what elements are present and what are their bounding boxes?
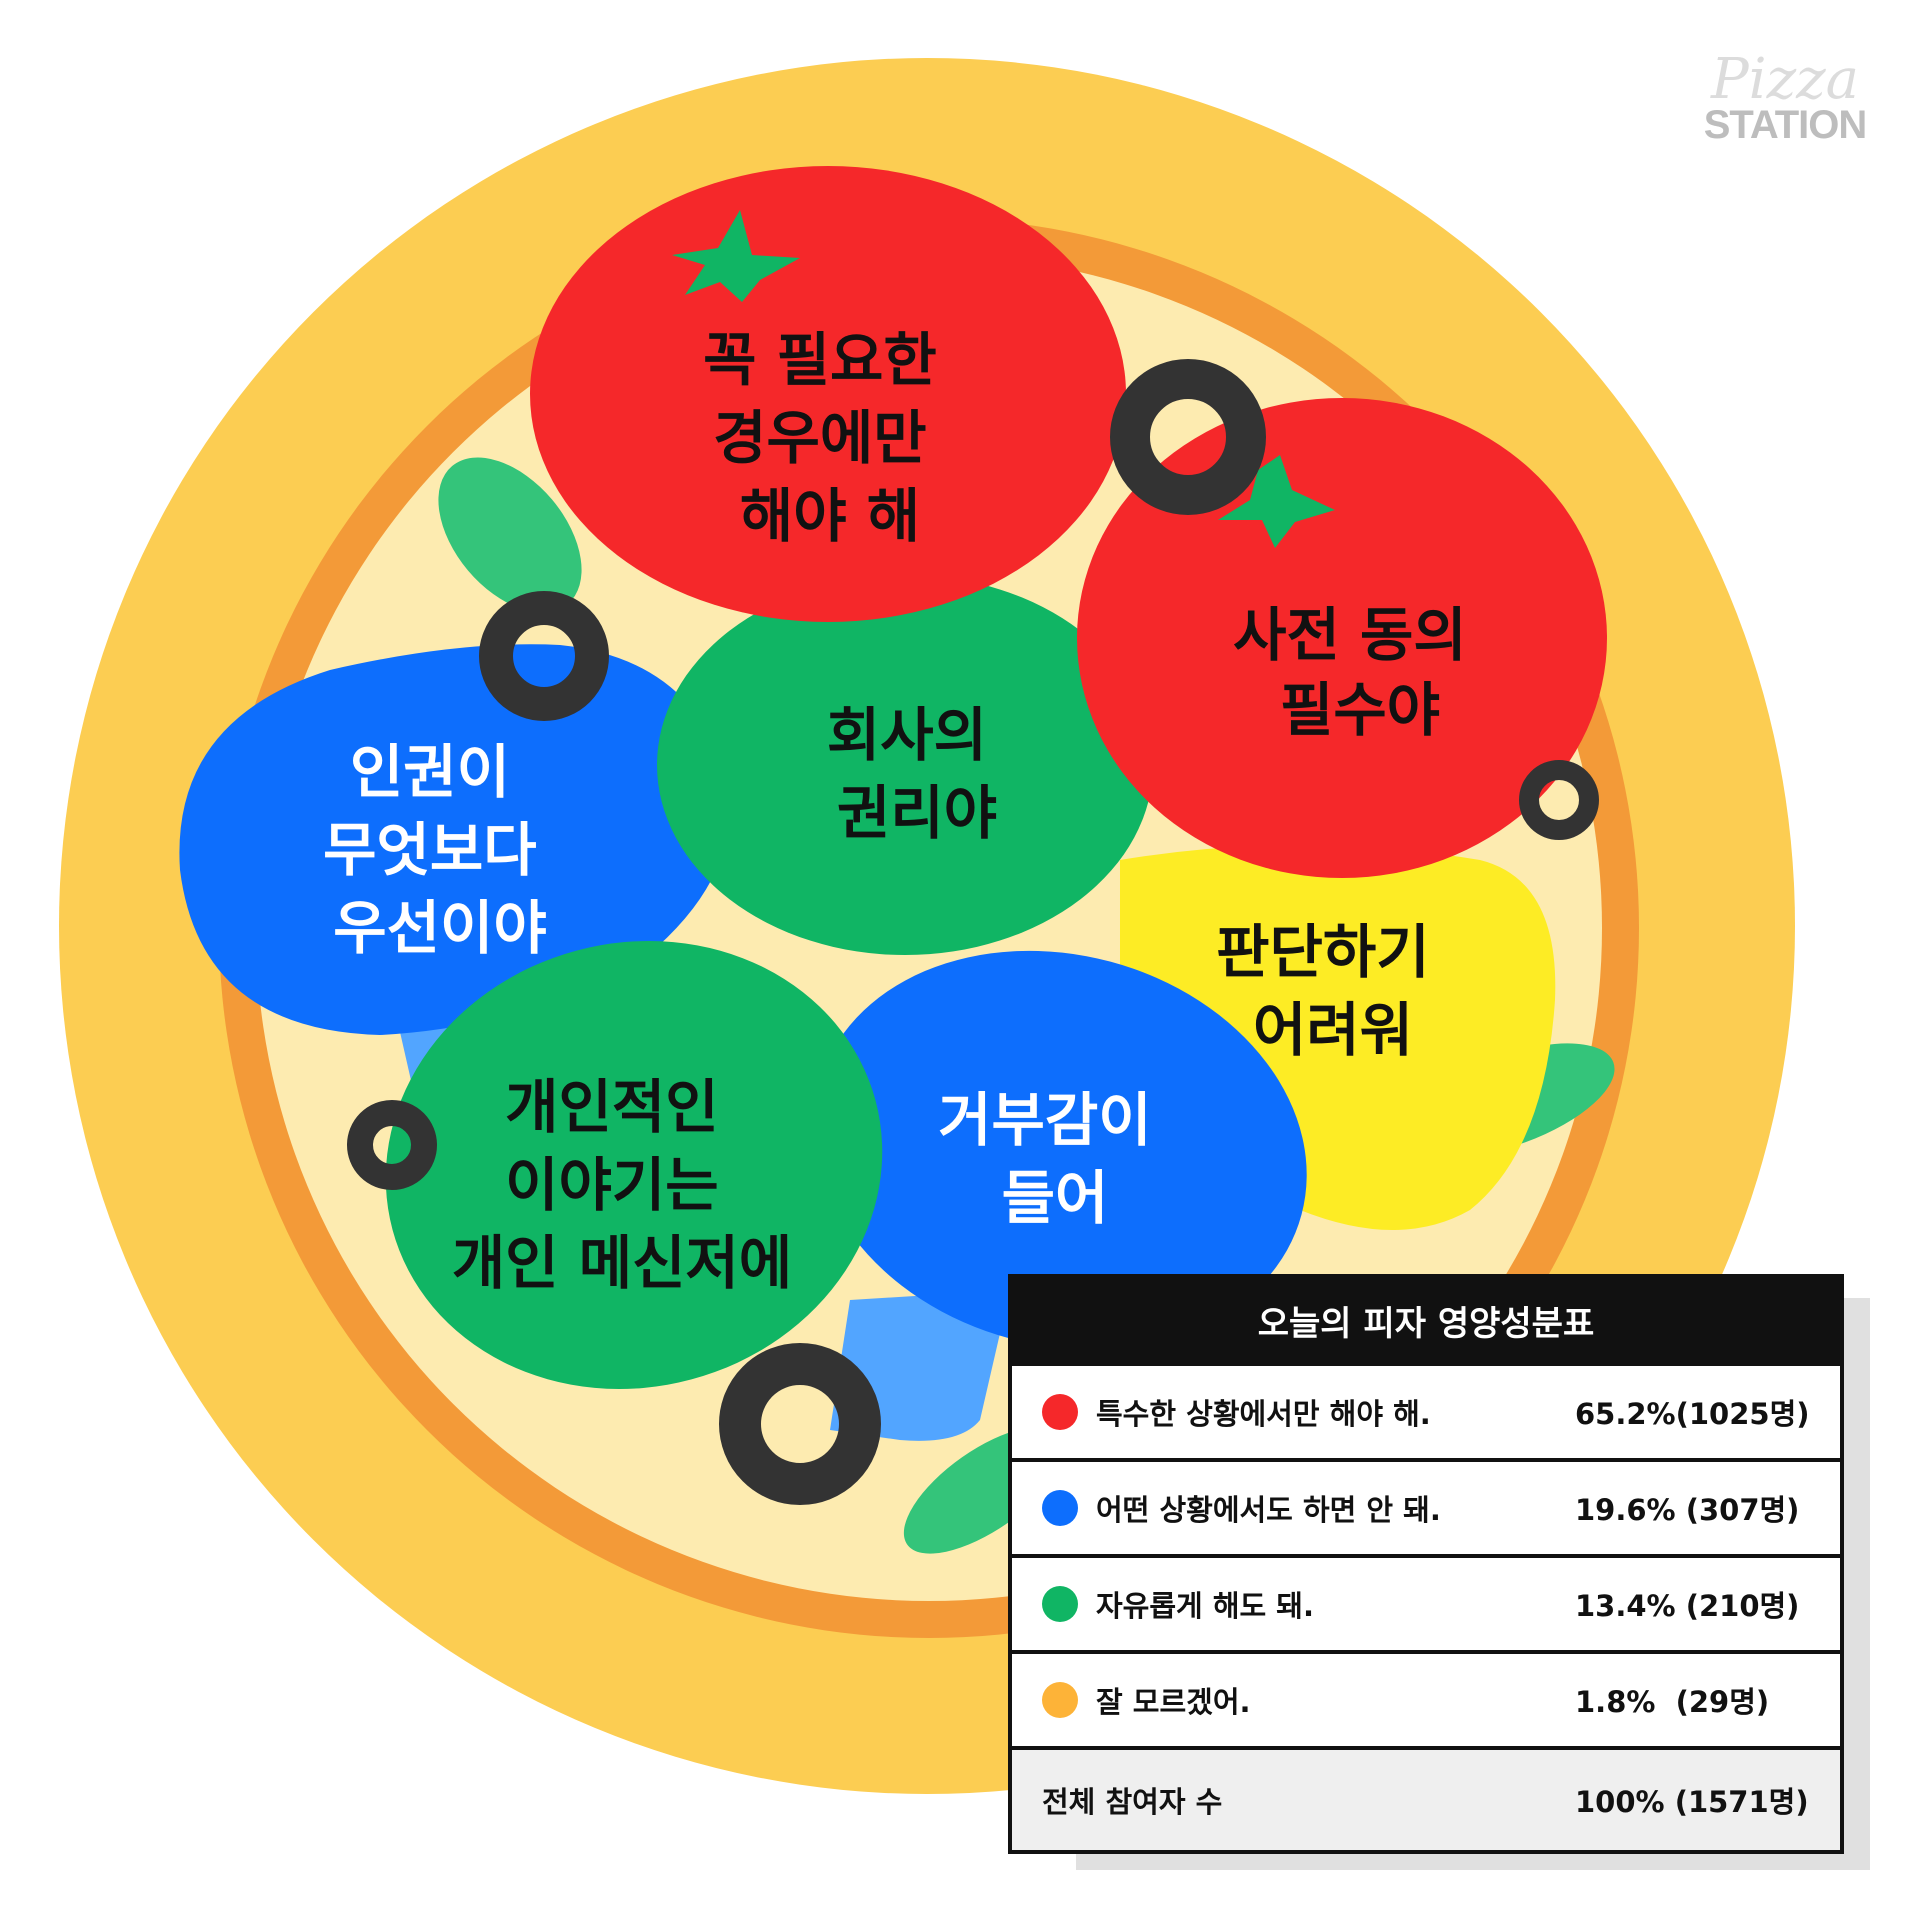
total-label: 전체 참여자 수 bbox=[1042, 1785, 1223, 1819]
label-line: 거부감이 bbox=[938, 1086, 1151, 1154]
total-value: 100% (1571명) bbox=[1575, 1785, 1809, 1819]
label-line: 판단하기 bbox=[1216, 918, 1429, 986]
pizza-station-logo: Pizza STATION bbox=[1690, 47, 1880, 147]
label-line: 권리야 bbox=[837, 779, 997, 847]
row-label: 특수한 상황에서만 해야 해. bbox=[1096, 1397, 1431, 1431]
topping-green-bottom bbox=[385, 941, 883, 1389]
topping-green-middle bbox=[657, 575, 1153, 955]
label-line: 개인 메신저에 bbox=[452, 1229, 792, 1297]
label-line: 무엇보다 bbox=[323, 816, 536, 884]
label-red-top: 꼭 필요한 경우에만 해야 해 bbox=[703, 326, 957, 550]
label-line: 회사의 bbox=[827, 701, 987, 769]
row-label: 어떤 상황에서도 하면 안 돼. bbox=[1096, 1493, 1441, 1527]
row-value: 13.4% (210명) bbox=[1575, 1589, 1800, 1623]
label-green-middle: 회사의 권리야 bbox=[827, 701, 1007, 847]
label-line: 이야기는 bbox=[505, 1151, 718, 1219]
row-value: 19.6% (307명) bbox=[1575, 1493, 1800, 1527]
label-yellow: 판단하기 어려워 bbox=[1216, 918, 1450, 1064]
label-line: 해야 해 bbox=[740, 482, 920, 550]
table-row: 특수한 상황에서만 해야 해. 65.2%(1025명) bbox=[1012, 1366, 1840, 1458]
label-line: 우선이야 bbox=[333, 894, 546, 962]
olive-icon bbox=[347, 359, 1599, 1505]
table-total-row: 전체 참여자 수 100% (1571명) bbox=[1012, 1750, 1840, 1850]
table-title: 오늘의 피자 영양성분표 bbox=[1257, 1303, 1595, 1344]
table-row: 자유롭게 해도 돼. 13.4% (210명) bbox=[1012, 1558, 1840, 1650]
row-label: 잘 모르겠어. bbox=[1096, 1685, 1251, 1719]
table-row: 어떤 상황에서도 하면 안 돼. 19.6% (307명) bbox=[1012, 1462, 1840, 1554]
logo-script: Pizza bbox=[1711, 47, 1859, 112]
label-line: 경우에만 bbox=[713, 404, 926, 472]
red-dot-icon bbox=[1042, 1394, 1078, 1430]
orange-dot-icon bbox=[1042, 1682, 1078, 1718]
label-blue-bottom: 거부감이 들어 bbox=[938, 1086, 1172, 1232]
label-line: 필수야 bbox=[1280, 676, 1440, 744]
row-value: 65.2%(1025명) bbox=[1575, 1397, 1810, 1431]
tomato-stem-icon bbox=[1218, 455, 1335, 548]
row-label: 자유롭게 해도 돼. bbox=[1096, 1589, 1314, 1623]
label-line: 어려워 bbox=[1253, 996, 1413, 1064]
label-blue-left: 인권이 무엇보다 우선이야 bbox=[323, 738, 557, 962]
label-line: 들어 bbox=[1002, 1164, 1109, 1232]
topping-blue-bottom bbox=[813, 950, 1307, 1350]
topping-blue-left bbox=[179, 644, 731, 1035]
logo-wordmark: STATION bbox=[1703, 103, 1868, 147]
tomato-stem-icon bbox=[672, 210, 800, 302]
label-line: 개인적인 bbox=[505, 1073, 718, 1141]
label-line: 인권이 bbox=[350, 738, 510, 806]
label-line: 꼭 필요한 bbox=[703, 326, 937, 394]
table-row: 잘 모르겠어. 1.8% (29명) bbox=[1012, 1654, 1840, 1746]
label-line: 사전 동의 bbox=[1233, 601, 1467, 669]
topping-red-top bbox=[530, 166, 1126, 622]
basil-leaf-icon bbox=[438, 457, 582, 613]
blue-dot-icon bbox=[1042, 1490, 1078, 1526]
label-green-bottom: 개인적인 이야기는 개인 메신저에 bbox=[452, 1073, 792, 1297]
green-dot-icon bbox=[1042, 1586, 1078, 1622]
row-value: 1.8% (29명) bbox=[1575, 1685, 1770, 1719]
label-red-right: 사전 동의 필수야 bbox=[1233, 601, 1487, 744]
topping-red-right bbox=[1077, 398, 1607, 878]
nutrition-table: 오늘의 피자 영양성분표 특수한 상황에서만 해야 해. 65.2%(1025명… bbox=[1008, 1274, 1844, 1854]
